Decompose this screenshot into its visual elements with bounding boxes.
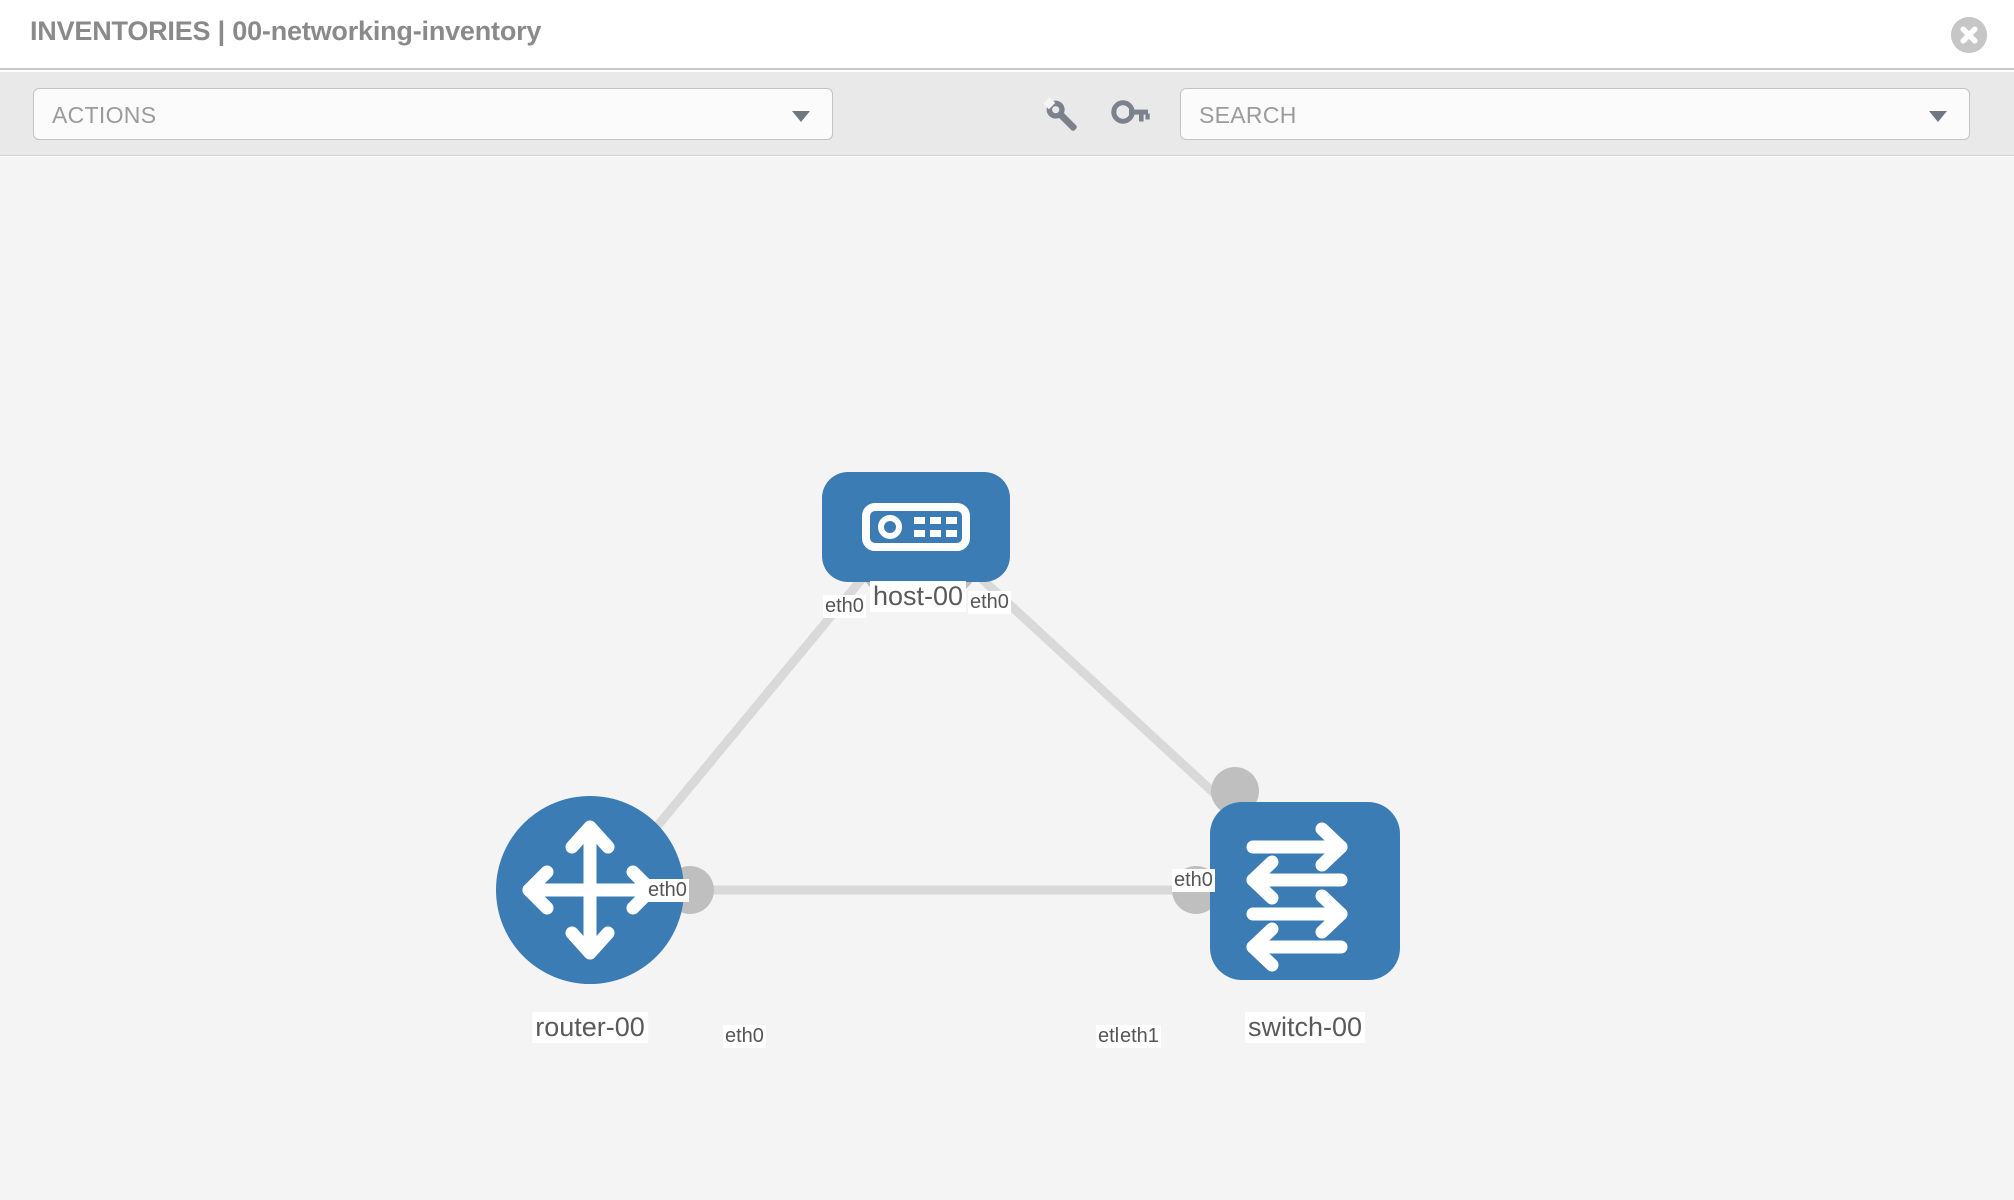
node-switch-00 — [1210, 802, 1400, 980]
edge-label-host00-switch00: eth0 — [968, 591, 1011, 614]
toolbar: ACTIONS SEARCH — [0, 72, 2014, 156]
page-header: INVENTORIES | 00-networking-inventory — [0, 0, 2014, 70]
edge-label-switch00-uplink: eth0 — [1172, 869, 1215, 892]
edge-label-router00-eth0: eth0 — [723, 1025, 766, 1048]
topology-canvas[interactable]: host-00 router-00 switch-00 eth0 eth0 et… — [0, 157, 2014, 1200]
search-input[interactable]: SEARCH — [1180, 88, 1970, 140]
page-title: INVENTORIES | 00-networking-inventory — [30, 16, 542, 46]
chevron-down-icon — [1929, 111, 1947, 122]
edge-label-router00-uplink: eth0 — [646, 879, 689, 902]
topology-graph — [496, 472, 1400, 984]
search-placeholder: SEARCH — [1199, 102, 1297, 128]
router-arrows-icon — [522, 820, 658, 960]
node-router-00 — [496, 796, 684, 984]
actions-dropdown[interactable]: ACTIONS — [33, 88, 833, 140]
node-label-router-00: router-00 — [532, 1012, 648, 1043]
wrench-icon[interactable] — [1040, 94, 1084, 138]
node-label-switch-00: switch-00 — [1244, 1012, 1366, 1043]
server-icon — [862, 503, 970, 551]
close-icon[interactable] — [1951, 17, 1987, 53]
node-label-host-00: host-00 — [869, 581, 967, 612]
switch-arrows-icon — [1246, 822, 1348, 972]
node-host-00 — [822, 472, 1010, 582]
chevron-down-icon — [792, 111, 810, 122]
key-icon[interactable] — [1108, 94, 1152, 138]
actions-dropdown-label: ACTIONS — [52, 102, 157, 128]
edge-label-switch00-eth1: eth1 — [1118, 1025, 1161, 1048]
edge-label-host00-router00: eth0 — [823, 595, 866, 618]
